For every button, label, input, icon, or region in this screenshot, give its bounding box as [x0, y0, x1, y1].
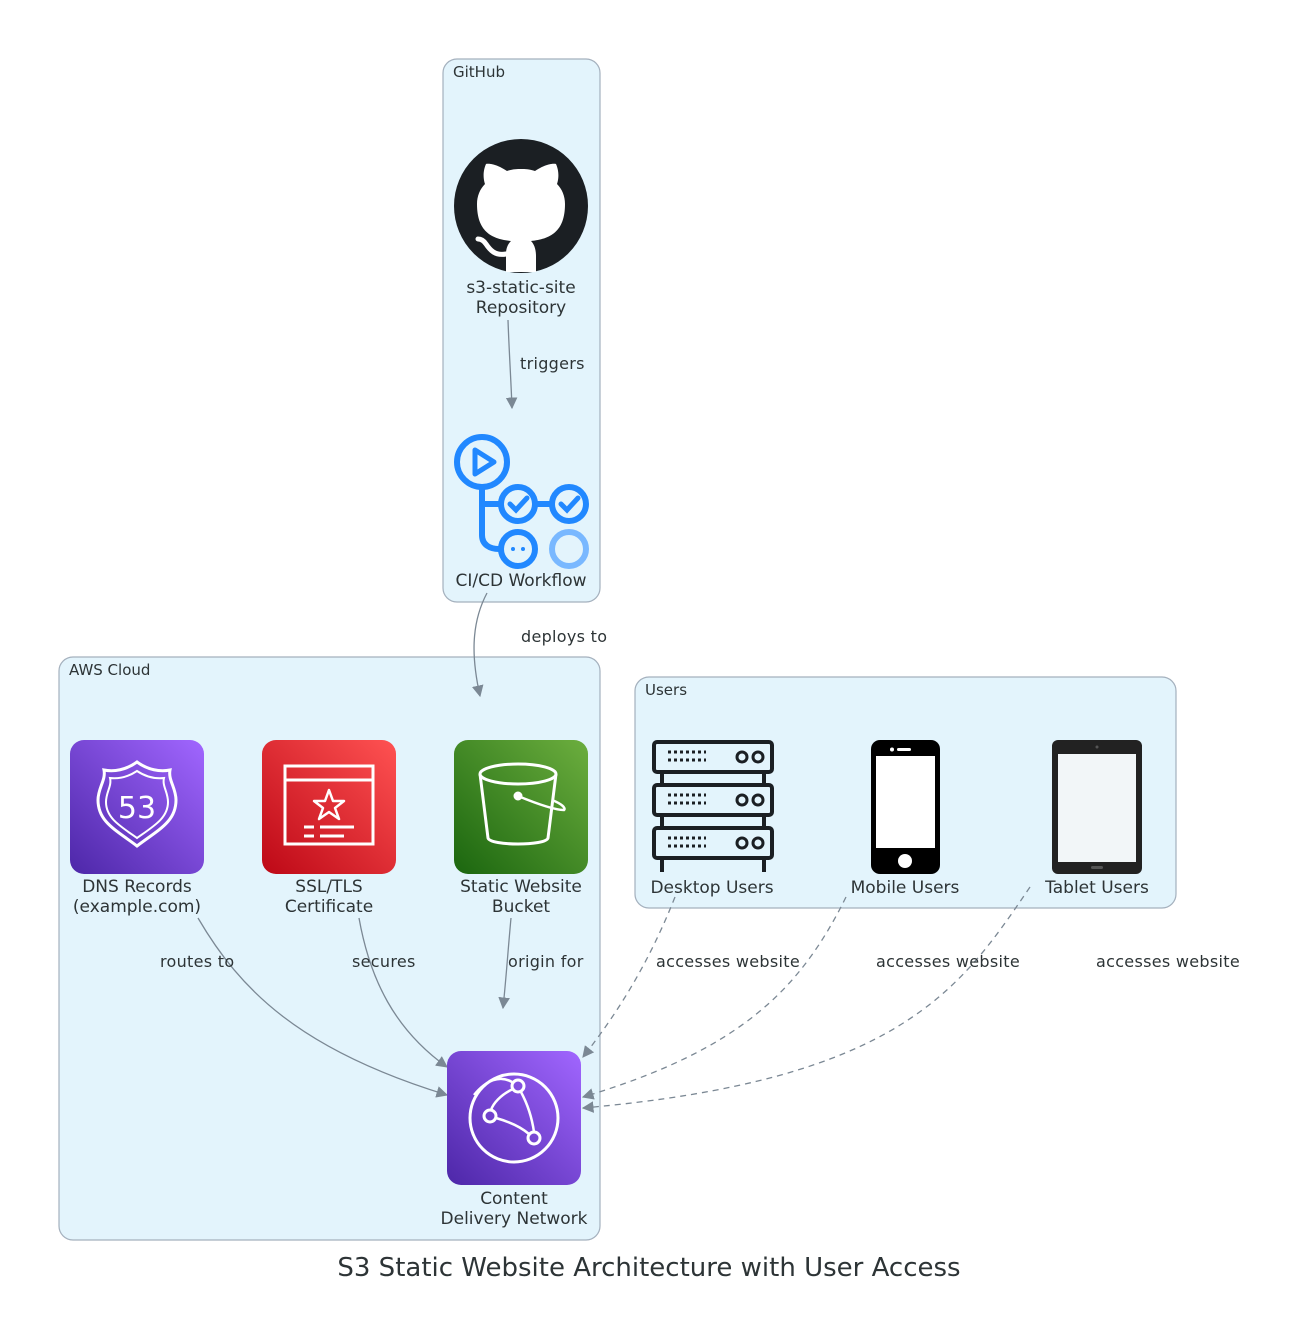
- node-repository: s3-static-site Repository: [454, 139, 588, 318]
- node-content-delivery-network: Content Delivery Network: [441, 1051, 588, 1229]
- edge-routes-to: [197, 917, 449, 1098]
- route53-icon-text: 53: [118, 791, 156, 826]
- cluster-aws-label: AWS Cloud: [69, 661, 150, 679]
- edge-secures: [358, 917, 448, 1068]
- node-desktop-users: Desktop Users: [650, 740, 774, 898]
- node-tablet-users: Tablet Users: [1044, 740, 1149, 898]
- github-icon: [454, 139, 588, 273]
- dns-records-label-line1: DNS Records: [82, 877, 192, 897]
- github-actions-icon: [454, 434, 589, 569]
- edge-deploys-to: [472, 592, 488, 698]
- smartphone-icon: [871, 740, 940, 874]
- edge-triggers: [505, 319, 518, 410]
- desktop-users-label: Desktop Users: [650, 878, 773, 898]
- tablet-icon: [1052, 740, 1142, 874]
- bucket-label-line2: Bucket: [492, 897, 550, 917]
- node-dns-records: 53 DNS Records (example.com): [70, 740, 204, 917]
- edge-label-triggers: triggers: [520, 354, 585, 373]
- edges: [197, 319, 1031, 1113]
- edge-label-origin-for: origin for: [508, 952, 584, 971]
- edge-label-secures: secures: [352, 952, 416, 971]
- cdn-label-line2: Delivery Network: [441, 1209, 588, 1229]
- node-static-website-bucket: Static Website Bucket: [454, 740, 588, 917]
- edge-access-tablet: [581, 886, 1031, 1113]
- edge-label-access-desktop: accesses website: [656, 952, 800, 971]
- s3-bucket-icon: [478, 762, 566, 846]
- bucket-label-line1: Static Website: [460, 877, 582, 897]
- edge-access-mobile: [581, 896, 847, 1100]
- node-ssl-certificate: SSL/TLS Certificate: [262, 740, 396, 917]
- mobile-users-label: Mobile Users: [851, 878, 960, 898]
- diagram-title: S3 Static Website Architecture with User…: [337, 1253, 960, 1283]
- ssl-certificate-label-line2: Certificate: [285, 897, 373, 917]
- edge-label-access-tablet: accesses website: [1096, 952, 1240, 971]
- node-cicd-workflow: CI/CD Workflow: [454, 434, 589, 591]
- edge-access-desktop: [582, 896, 676, 1058]
- cdn-label-line1: Content: [480, 1189, 548, 1209]
- edge-origin-for: [498, 917, 512, 1010]
- certificate-manager-icon: [283, 764, 375, 846]
- node-mobile-users: Mobile Users: [851, 740, 960, 898]
- cluster-users-label: Users: [645, 681, 687, 699]
- ssl-certificate-label-line1: SSL/TLS: [295, 877, 362, 897]
- cloudfront-icon: [468, 1072, 560, 1164]
- dns-records-label-line2: (example.com): [73, 897, 201, 917]
- edge-label-deploys-to: deploys to: [521, 627, 607, 646]
- server-rack-icon: [652, 740, 774, 872]
- route53-icon: [96, 760, 178, 848]
- cicd-workflow-label: CI/CD Workflow: [455, 571, 586, 591]
- cluster-github-label: GitHub: [453, 63, 505, 81]
- repository-label-line1: s3-static-site: [466, 278, 575, 298]
- tablet-users-label: Tablet Users: [1044, 878, 1149, 898]
- repository-label-line2: Repository: [476, 298, 566, 318]
- edge-label-access-mobile: accesses website: [876, 952, 1020, 971]
- edge-label-routes-to: routes to: [160, 952, 234, 971]
